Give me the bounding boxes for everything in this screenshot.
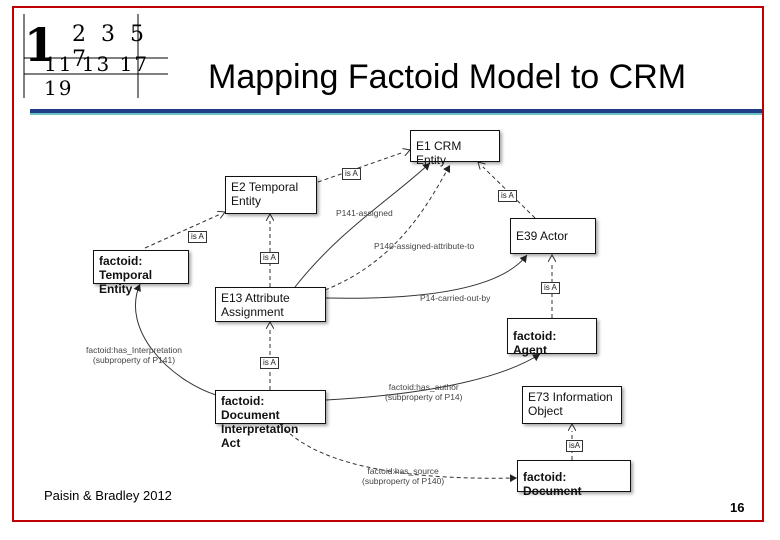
logo: 1 2 3 5 7 11 13 17 19 — [20, 16, 170, 100]
isa-tag-e13: is A — [260, 252, 279, 264]
edge-e2-isa-e1 — [317, 150, 410, 183]
edge-label-has-author-line1: factoid:has_author — [388, 382, 459, 392]
edge-label-has-source-line2: (subproperty of P140) — [362, 476, 445, 486]
edge-label-p140: P140-assigned-attribute-to — [374, 241, 475, 251]
edge-e39-isa-e1 — [478, 162, 536, 219]
edge-has-interpretation — [133, 283, 217, 396]
footer-citation: Paisin & Bradley 2012 — [44, 488, 172, 503]
edge-has-source — [279, 423, 518, 483]
isa-tag-e39: is A — [498, 190, 517, 202]
edge-label-p141: P141-assigned — [336, 208, 393, 218]
logo-big-digit: 1 — [24, 18, 57, 72]
edge-label-has-interpretation-line1: factoid:has_Interpretation — [86, 345, 182, 355]
edge-p140 — [324, 164, 451, 291]
isa-tag-e2: is A — [342, 168, 361, 180]
isa-tag-fdoc: isA — [566, 440, 584, 452]
edge-p141 — [294, 162, 431, 288]
node-e73-information-object: E73 Information Object — [522, 386, 622, 424]
edge-label-has-interpretation-line2: (subproperty of P141) — [92, 355, 176, 365]
node-e39-actor: E39 Actor — [510, 218, 596, 254]
isa-tag-fagent: is A — [541, 282, 560, 294]
edge-label-has-source: factoid:has_source (subproperty of P140) — [362, 466, 444, 486]
logo-row2: 11 13 17 19 — [44, 52, 150, 100]
edge-label-has-source-line1: factoid:has_source — [367, 466, 439, 476]
edge-has-author — [325, 353, 541, 401]
logo-grid-lines — [23, 14, 168, 98]
edge-p14 — [325, 254, 528, 299]
edge-label-has-author: factoid:has_author (subproperty of P14) — [385, 382, 462, 402]
node-factoid-document-interpretation-act: factoid: Document Interpretation Act — [215, 390, 326, 450]
edge-ftemporal-isa-e2 — [144, 212, 225, 249]
node-e2-temporal-entity: E2 Temporal Entity — [225, 176, 317, 214]
edge-label-p14: P14-carried-out-by — [420, 293, 491, 303]
slide-title: Mapping Factoid Model to CRM — [208, 58, 687, 96]
edge-label-has-author-line2: (subproperty of P14) — [385, 392, 463, 402]
logo-row1: 2 3 5 7 — [72, 22, 148, 72]
node-factoid-document: factoid: Document — [517, 460, 631, 498]
title-rule — [30, 109, 762, 113]
isa-tag-ftemporal: is A — [188, 231, 207, 243]
node-factoid-agent: factoid: Agent — [507, 318, 597, 357]
slide-frame — [12, 6, 764, 522]
title-rule-accent — [30, 113, 762, 115]
isa-tag-finterp: is A — [260, 357, 279, 369]
node-factoid-temporal-entity: factoid: Temporal Entity — [93, 250, 189, 296]
node-e13-attribute-assignment: E13 Attribute Assignment — [215, 287, 326, 322]
node-e1-crm-entity: E1 CRM Entity — [410, 130, 500, 167]
edge-label-has-interpretation: factoid:has_Interpretation (subproperty … — [86, 345, 182, 365]
page-number: 16 — [730, 500, 745, 515]
